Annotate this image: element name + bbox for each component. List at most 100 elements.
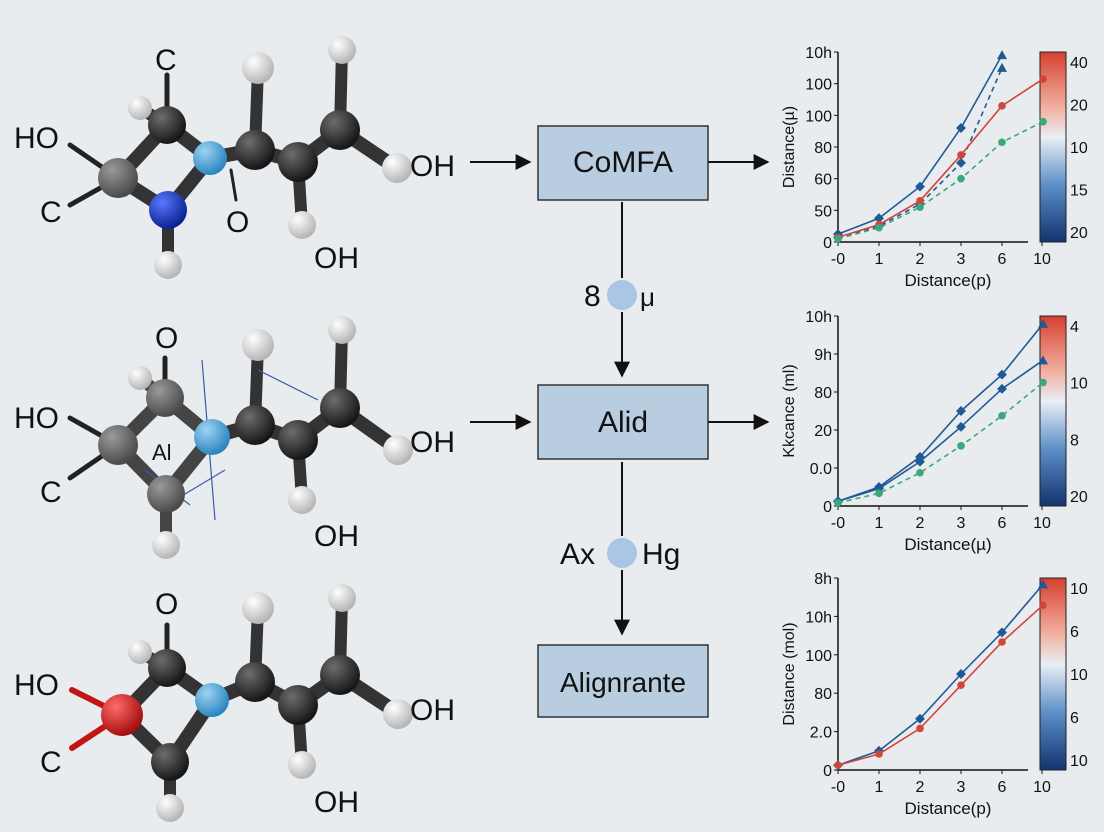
process-box-1	[537, 125, 709, 201]
hydrogen-atom	[328, 316, 356, 344]
data-point	[956, 406, 966, 416]
atom-label: OH	[314, 242, 359, 275]
colorbar-tick-label: 10	[1070, 753, 1088, 770]
colorbar	[1039, 315, 1067, 507]
y-tick-label: 0	[823, 499, 832, 516]
hydrogen-atom	[382, 153, 412, 183]
carbon-atom	[278, 420, 318, 460]
y-tick-label: 9h	[814, 347, 832, 364]
series-line-red	[837, 604, 1044, 766]
y-tick-label: 0.0	[810, 461, 832, 478]
atom-label: O	[155, 322, 178, 355]
carbon-atom	[148, 106, 186, 144]
colorbar-tick-label: 6	[1070, 624, 1079, 641]
hydrogen-atom	[152, 531, 180, 559]
hydrogen-atom	[383, 699, 413, 729]
process-box-3	[537, 644, 709, 718]
y-tick-label: 2.0	[810, 725, 832, 742]
connector-1-right-label: μ	[640, 282, 655, 312]
y-tick-label: 100	[805, 108, 832, 125]
carbon-atom	[278, 685, 318, 725]
x-tick-label: 10	[1033, 779, 1051, 796]
carbon-atom	[151, 743, 189, 781]
data-point	[957, 174, 965, 183]
x-tick-label: 6	[998, 515, 1007, 532]
carbon-atom	[278, 142, 318, 182]
y-tick-label: 8h	[814, 571, 832, 588]
data-point	[1039, 601, 1047, 609]
nitrogen-atom	[194, 419, 230, 455]
atom-label: OH	[410, 426, 455, 459]
x-tick-label: 2	[916, 515, 925, 532]
x-axis-label: Distance(p)	[905, 271, 992, 290]
connector-1-left-label: 8	[584, 280, 601, 313]
nitrogen-atom	[149, 191, 187, 229]
carbon-atom	[98, 425, 138, 465]
series-line-blue	[837, 67, 1003, 239]
y-tick-label: 50	[814, 203, 832, 220]
data-point	[997, 369, 1007, 380]
y-axis-label: Distance(µ)	[781, 106, 798, 188]
data-point	[1038, 355, 1048, 365]
y-tick-label: 80	[814, 385, 832, 402]
carbon-atom	[146, 379, 184, 417]
carbon-atom	[98, 158, 138, 198]
y-tick-label: 100	[805, 648, 832, 665]
atom-label: OH	[410, 694, 455, 727]
data-point	[916, 197, 924, 205]
data-point	[956, 421, 966, 432]
x-tick-label: 1	[875, 515, 884, 532]
y-tick-label: 0	[823, 235, 832, 252]
x-tick-label: 2	[916, 251, 925, 268]
hydrogen-atom	[288, 751, 316, 779]
carbon-atom	[148, 649, 186, 687]
x-tick-label: 1	[875, 251, 884, 268]
atom-label: OH	[314, 786, 359, 819]
data-point	[915, 713, 925, 724]
hydrogen-atom	[328, 584, 356, 612]
colorbar-tick-label: 10	[1070, 376, 1088, 393]
y-tick-label: 80	[814, 686, 832, 703]
colorbar	[1039, 51, 1067, 243]
y-tick-label: 20	[814, 423, 832, 440]
x-tick-label: 6	[998, 251, 1007, 268]
process-box-3-label: Alignrante	[560, 667, 686, 698]
data-point	[956, 123, 966, 133]
x-tick-label: 6	[998, 779, 1007, 796]
connector-node-2	[607, 538, 637, 568]
hydrogen-atom	[288, 211, 316, 239]
connector-2-right-label: Hg	[642, 538, 680, 571]
series-line-blue	[837, 323, 1044, 503]
carbon-atom	[320, 655, 360, 695]
hydrogen-atom	[128, 640, 152, 664]
data-point	[916, 724, 924, 733]
colorbar-tick-label: 20	[1070, 98, 1088, 115]
series-line-green	[837, 120, 1044, 240]
atom-label: OH	[314, 520, 359, 553]
data-point	[874, 213, 884, 224]
atom-label: HO	[14, 669, 59, 702]
data-point	[998, 411, 1006, 420]
data-point	[915, 456, 925, 467]
hydrogen-atom	[156, 794, 184, 822]
data-point	[1039, 117, 1047, 126]
y-axis-label: Distance (mol)	[781, 622, 798, 725]
data-point	[997, 50, 1007, 60]
y-tick-label: 10h	[805, 609, 832, 626]
data-point	[957, 442, 965, 450]
data-point	[875, 750, 883, 758]
atom-label: HO	[14, 122, 59, 155]
process-box-2-label: Alid	[598, 406, 648, 439]
carbon-atom	[320, 388, 360, 428]
colorbar-tick-label: 15	[1070, 183, 1088, 200]
x-tick-label: -0	[831, 515, 845, 532]
data-point	[998, 102, 1006, 110]
x-tick-label: 10	[1033, 251, 1051, 268]
data-point	[957, 681, 965, 689]
data-point	[1039, 75, 1047, 83]
data-point	[1038, 579, 1048, 589]
